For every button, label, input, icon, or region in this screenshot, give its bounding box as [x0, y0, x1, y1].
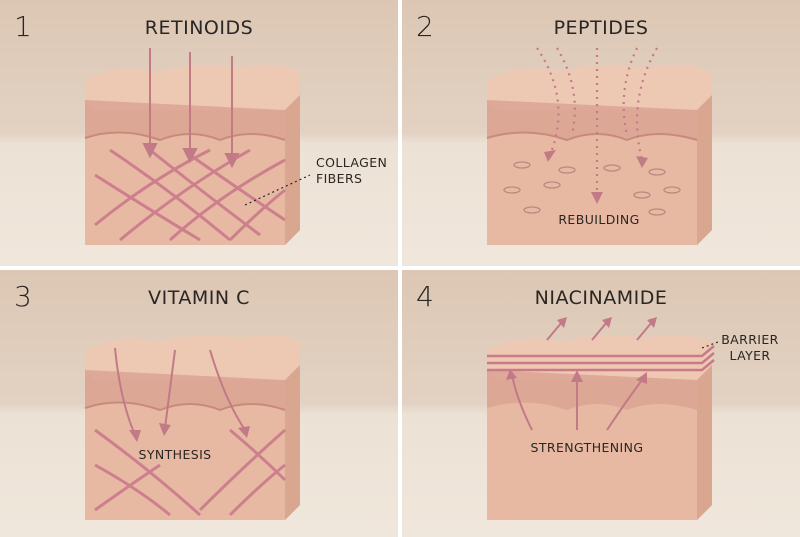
panel-niacinamide: 4 NIACINAMIDE BARRIER LAYER STRENGTHENIN… [402, 270, 800, 537]
collagen-fibers [94, 428, 287, 517]
panel-number: 3 [14, 280, 32, 313]
skin-block-niacinamide [487, 317, 719, 520]
cells [503, 161, 681, 216]
rebuilding-label: REBUILDING [558, 212, 640, 227]
upward-arrows [511, 321, 653, 431]
panel-title: VITAMIN C [148, 287, 250, 309]
panel-retinoids: 1 RETINOIDS COLLAGEN FIBERS [0, 0, 398, 266]
panel-vitamin-c: 3 VITAMIN C SYNTHESIS [0, 270, 398, 537]
synthesis-label: SYNTHESIS [138, 447, 212, 462]
synthesis-arrows [114, 347, 246, 436]
skin-block-peptides [486, 47, 712, 245]
peptide-arrows [536, 47, 658, 195]
skin-block-vitamin-c [84, 334, 300, 520]
panel-title: NIACINAMIDE [534, 287, 668, 309]
collagen-fibers-label: COLLAGEN FIBERS [316, 155, 387, 186]
skin-block-retinoids [84, 48, 311, 245]
label-line: COLLAGEN [316, 155, 388, 170]
panel-number: 4 [416, 280, 434, 313]
collagen-fibers [94, 148, 286, 242]
label-line: FIBERS [316, 170, 363, 186]
callout-line [244, 174, 311, 206]
label-line: BARRIER [721, 332, 779, 347]
panel-number: 1 [14, 10, 32, 43]
barrier-lines [487, 345, 715, 372]
panel-number: 2 [416, 10, 434, 43]
panel-title: RETINOIDS [144, 17, 254, 39]
panel-peptides: 2 PEPTIDES REBUILDING [402, 0, 800, 266]
strengthening-label: STRENGTHENING [530, 440, 644, 455]
barrier-layer-label: BARRIER LAYER [720, 332, 780, 363]
panel-title: PEPTIDES [553, 17, 649, 39]
penetration-arrows [142, 48, 240, 169]
label-line: LAYER [729, 347, 771, 363]
